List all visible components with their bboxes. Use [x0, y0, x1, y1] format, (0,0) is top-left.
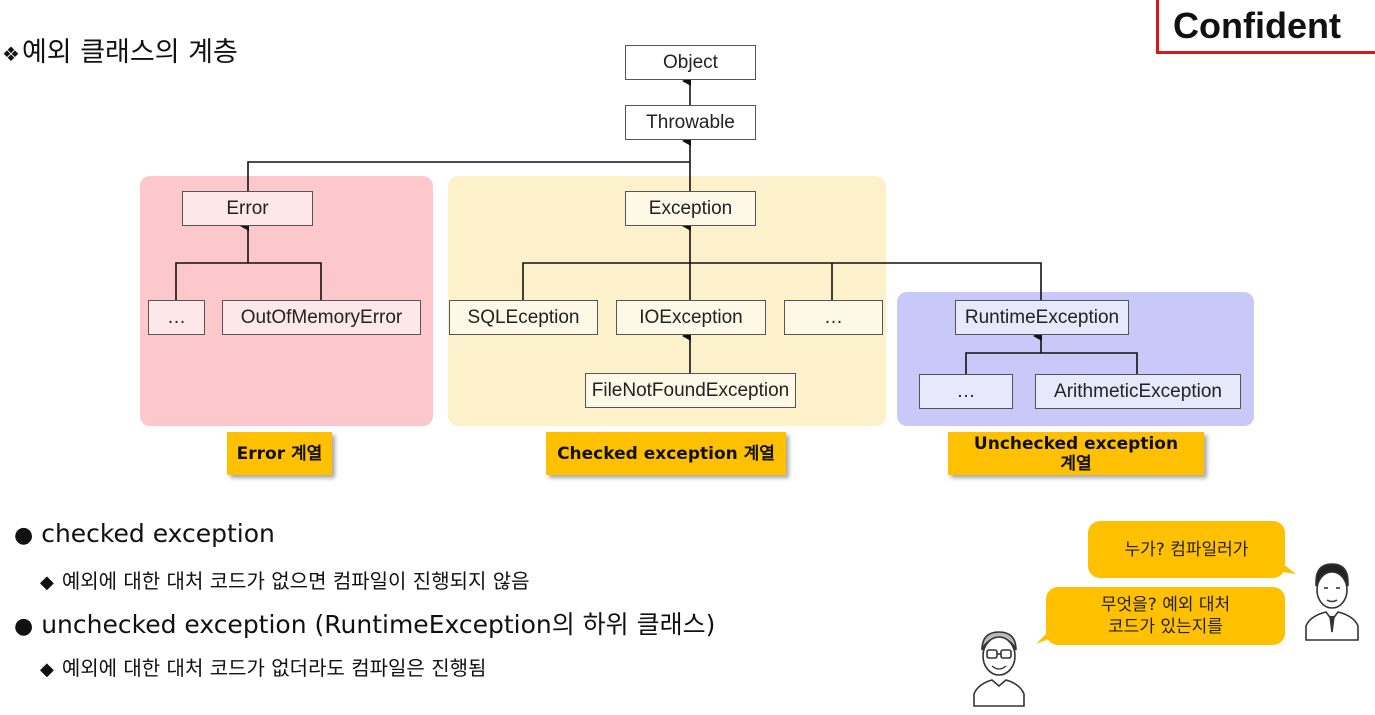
note-unchecked-detail-text: 예외에 대한 대처 코드가 없더라도 컴파일은 진행됨 — [61, 656, 487, 680]
runtime-exception-node: RuntimeException — [955, 300, 1129, 335]
error-family-caption: Error 계열 — [227, 432, 332, 475]
page-title: ❖예외 클래스의 계층 — [2, 30, 238, 69]
error-etc-node: … — [148, 300, 205, 335]
exception-node: Exception — [625, 191, 756, 226]
note-checked: ● checked exception — [14, 519, 275, 548]
out-of-memory-error-node: OutOfMemoryError — [222, 300, 421, 335]
unchecked-etc-node: … — [919, 374, 1013, 409]
speech-bubble-what: 무엇을? 예외 대처 코드가 있는지를 — [1046, 587, 1285, 645]
page-title-text: 예외 클래스의 계층 — [21, 37, 238, 68]
diamond-bullet-icon: ❖ — [2, 42, 20, 66]
arithmetic-exception-node: ArithmeticException — [1035, 374, 1241, 409]
man-in-suit-icon — [1305, 563, 1359, 641]
speech-bubble-compiler: 누가? 컴파일러가 — [1088, 521, 1285, 578]
object-node: Object — [625, 45, 756, 80]
circle-bullet-icon: ● — [14, 614, 34, 639]
brand-logo: Confident — [1156, 0, 1375, 54]
circle-bullet-icon: ● — [14, 523, 34, 548]
diamond-bullet-icon: ◆ — [40, 572, 54, 593]
file-not-found-exception-node: FileNotFoundException — [585, 373, 796, 408]
unchecked-family-caption: Unchecked exception 계열 — [948, 432, 1204, 475]
io-exception-node: IOException — [616, 300, 766, 335]
diamond-bullet-icon: ◆ — [40, 659, 54, 680]
sql-exception-node: SQLEception — [449, 300, 598, 335]
note-unchecked: ● unchecked exception (RuntimeException의 … — [14, 605, 715, 641]
throwable-node: Throwable — [625, 105, 756, 140]
note-unchecked-detail: ◆ 예외에 대한 대처 코드가 없더라도 컴파일은 진행됨 — [40, 652, 486, 681]
man-with-glasses-icon — [973, 631, 1025, 707]
note-checked-text: checked exception — [41, 519, 275, 548]
checked-family-caption: Checked exception 계열 — [546, 432, 786, 475]
error-node: Error — [182, 191, 313, 226]
checked-etc-node: … — [784, 300, 883, 335]
note-checked-detail: ◆ 예외에 대한 대처 코드가 없으면 컴파일이 진행되지 않음 — [40, 565, 530, 594]
note-unchecked-text: unchecked exception (RuntimeException의 하… — [41, 610, 716, 639]
note-checked-detail-text: 예외에 대한 대처 코드가 없으면 컴파일이 진행되지 않음 — [61, 569, 530, 593]
